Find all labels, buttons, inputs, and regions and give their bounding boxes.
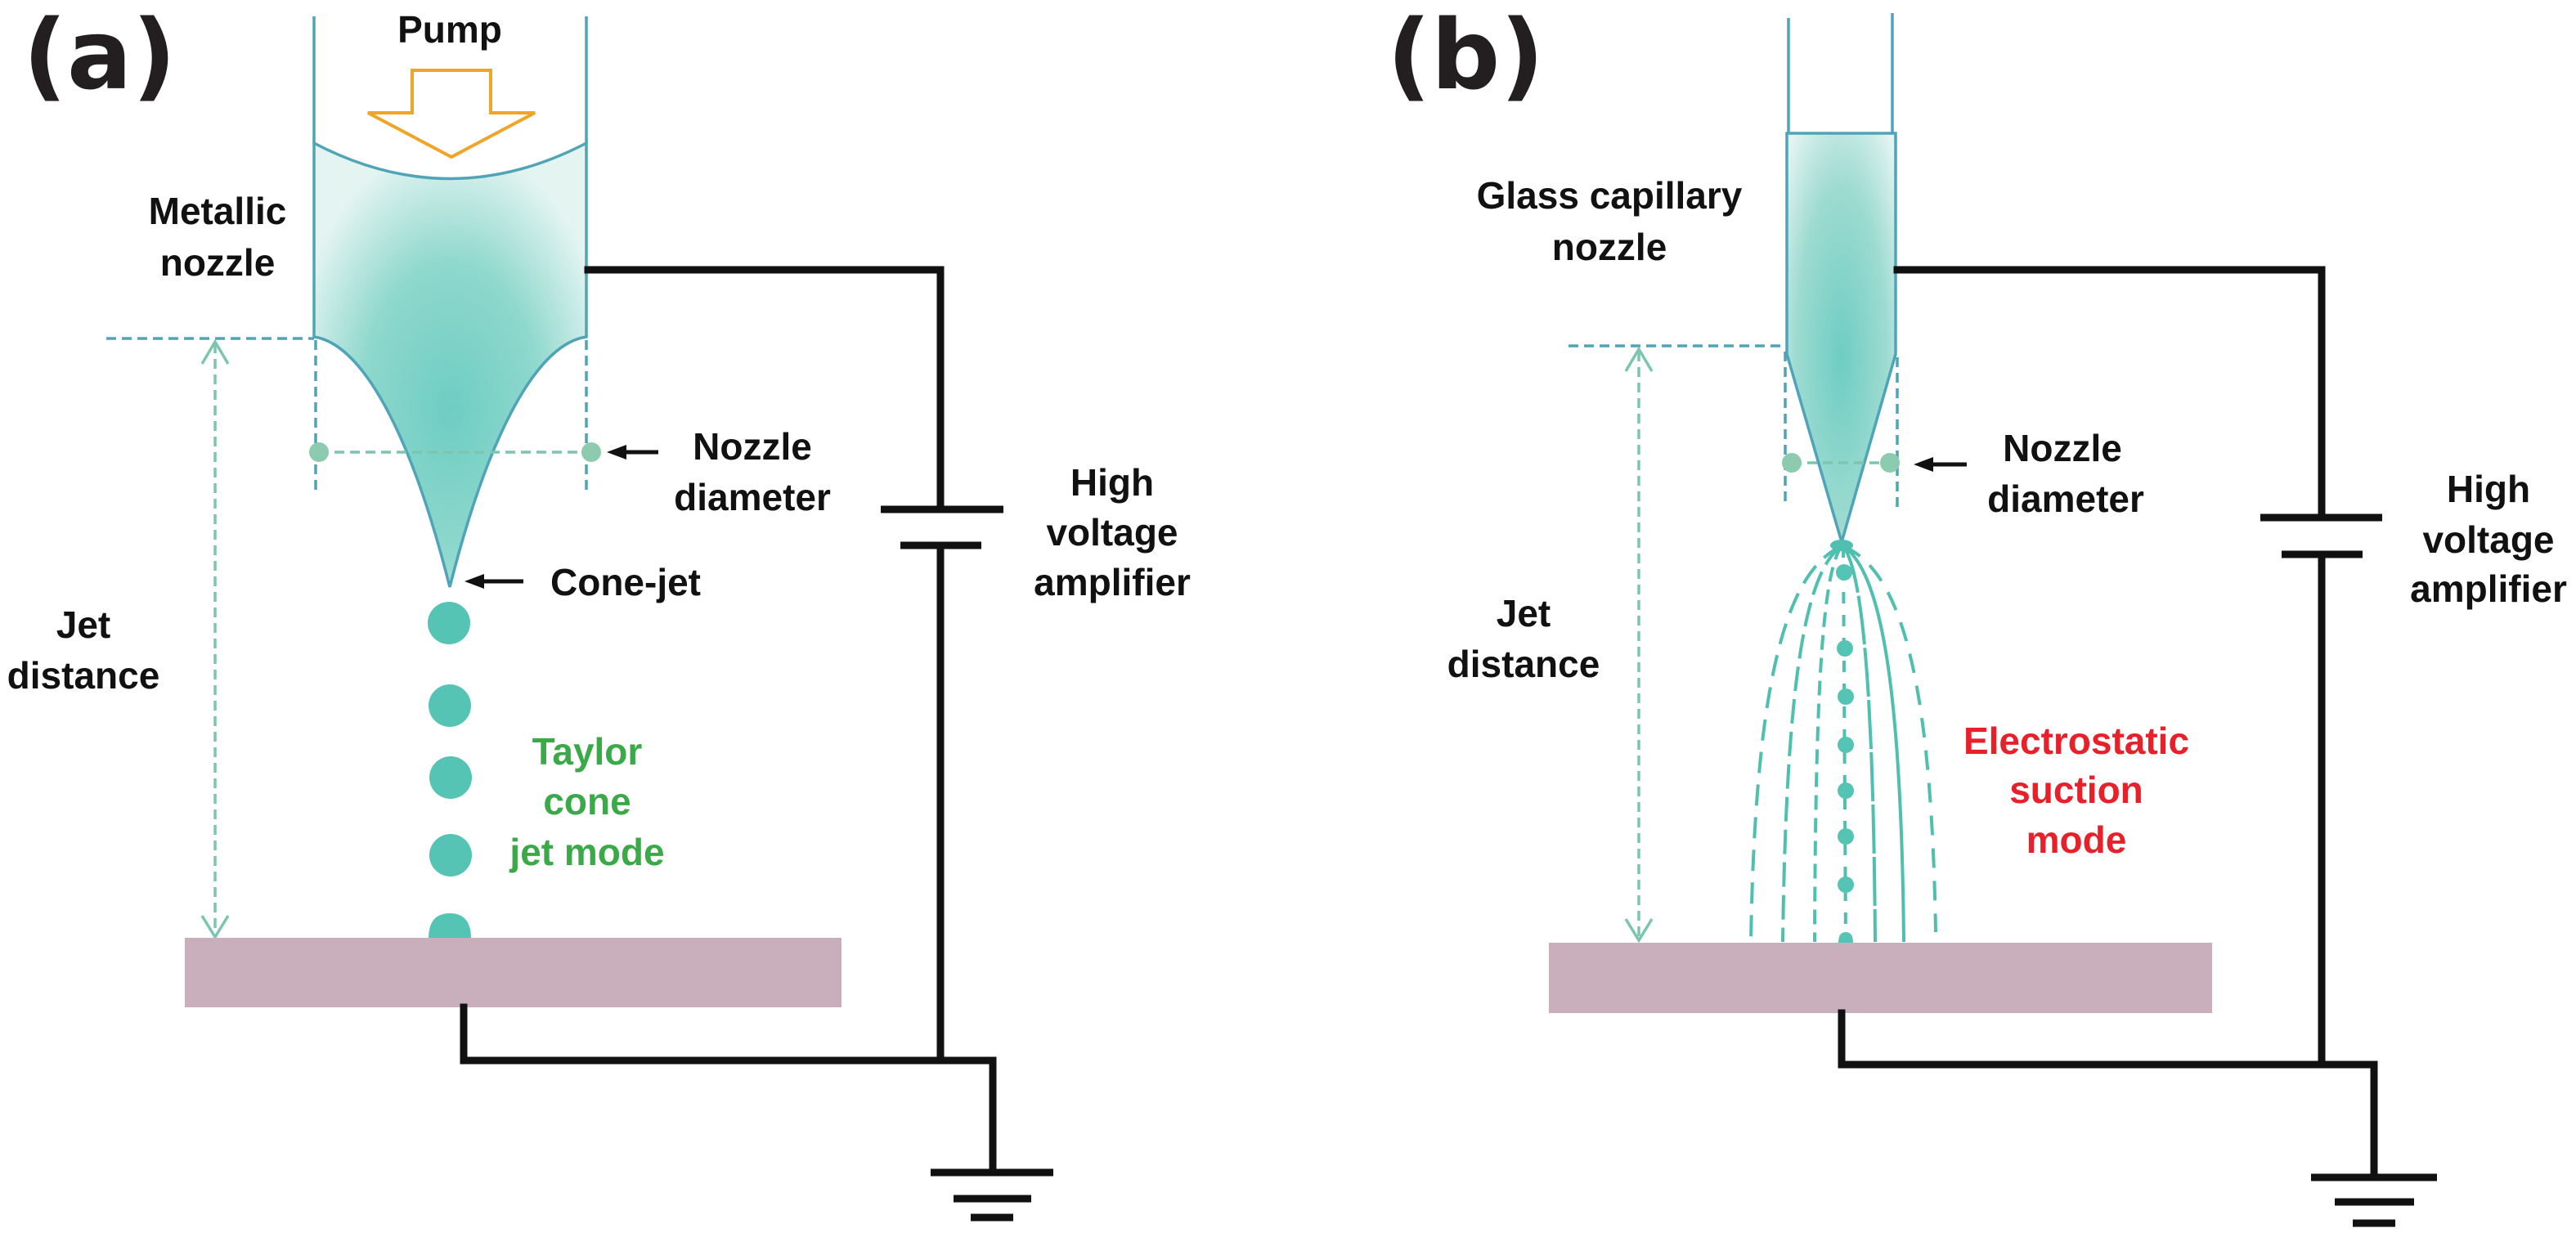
nozzle-diameter-dot-right: [1880, 453, 1900, 473]
droplet: [428, 602, 470, 644]
droplet: [1836, 564, 1852, 581]
spray-line: [1813, 545, 1843, 943]
nozzle-diameter-dot-left: [1782, 453, 1802, 473]
taylor-cone-droplets: [428, 602, 472, 939]
cone-jet-arrow-icon: [464, 574, 523, 589]
droplet: [429, 684, 471, 727]
nozzle-label-line2: nozzle: [160, 241, 276, 284]
substrate: [1549, 943, 2212, 1013]
spray-line: [1842, 545, 1905, 943]
spray-lines: [1749, 540, 1937, 943]
nozzle-diameter-dot-right: [581, 442, 601, 462]
panel-a: (a) Pump Jet distance Metallic nozzle: [7, 0, 1191, 1222]
jet-distance-arrow-icon: [1624, 346, 1654, 944]
droplet: [1838, 737, 1854, 753]
mode-label-line2: suction: [2009, 769, 2143, 811]
droplet: [1838, 782, 1854, 799]
jet-distance-arrow-icon: [200, 339, 230, 940]
panel-a-label: (a): [23, 0, 177, 111]
ground-wire: [460, 1003, 997, 1177]
nozzle-label-line2: nozzle: [1552, 226, 1667, 268]
droplet: [1838, 877, 1854, 893]
suction-droplets: [1836, 564, 1854, 943]
hv-label-line2: voltage: [2422, 518, 2554, 561]
hv-wire-top: [584, 266, 945, 513]
hv-label-line1: High: [1070, 461, 1154, 504]
mode-label-line3: mode: [2026, 818, 2127, 861]
mode-label-line1: Taylor: [532, 730, 643, 773]
spray-line: [1749, 545, 1842, 943]
panel-b-label: (b): [1387, 0, 1544, 111]
hv-label-line2: voltage: [1046, 511, 1178, 554]
droplet-landing: [1838, 932, 1853, 943]
hv-label-line3: amplifier: [1034, 561, 1191, 603]
substrate: [185, 938, 841, 1007]
droplet: [1838, 688, 1854, 705]
mode-label-line2: cone: [543, 780, 631, 823]
jet-distance-label-line2: distance: [7, 654, 160, 697]
hv-label-line3: amplifier: [2410, 567, 2567, 610]
mode-label-line1: Electrostatic: [1963, 720, 2189, 762]
nozzle-label-line1: Metallic: [149, 190, 287, 232]
panel-b: (b) Jet distance Glass capillary nozzle …: [1387, 0, 2567, 1227]
nozzle-diameter-label-line2: diameter: [1987, 478, 2144, 520]
jet-distance-label-line1: Jet: [1497, 592, 1551, 634]
hv-wire-top: [1893, 266, 2326, 522]
droplet: [429, 834, 472, 877]
glass-capillary-nozzle-fluid: [1785, 132, 1897, 548]
droplet: [1837, 640, 1853, 657]
hv-label-line1: High: [2447, 468, 2530, 510]
jet-distance-label-line2: distance: [1447, 643, 1600, 685]
spray-origin: [1830, 540, 1853, 551]
metallic-nozzle-fluid: [312, 141, 588, 588]
droplet: [429, 756, 472, 799]
jet-distance-label-line1: Jet: [56, 603, 110, 646]
ground-icon: [2311, 1173, 2437, 1227]
ground-wire: [1838, 1009, 2378, 1181]
spray-line: [1842, 545, 1877, 943]
nozzle-diameter-dot-left: [309, 442, 329, 462]
nozzle-diameter-arrow-icon: [607, 445, 658, 460]
nozzle-label-line1: Glass capillary: [1477, 174, 1743, 217]
cone-jet-label: Cone-jet: [550, 561, 701, 603]
ground-icon: [931, 1168, 1053, 1222]
mode-label-line3: jet mode: [509, 831, 664, 873]
droplet-landing: [429, 913, 471, 939]
pump-label: Pump: [397, 8, 502, 51]
nozzle-diameter-label-line1: Nozzle: [693, 425, 812, 468]
spray-line-center: [1842, 545, 1847, 943]
nozzle-diameter-label-line2: diameter: [674, 476, 831, 518]
nozzle-diameter-arrow-icon: [1914, 457, 1967, 472]
pump-arrow-icon: [367, 69, 536, 159]
nozzle-diameter-label-line1: Nozzle: [2003, 427, 2122, 469]
droplet: [1838, 828, 1854, 845]
spray-line: [1842, 545, 1937, 933]
spray-line: [1781, 545, 1843, 943]
